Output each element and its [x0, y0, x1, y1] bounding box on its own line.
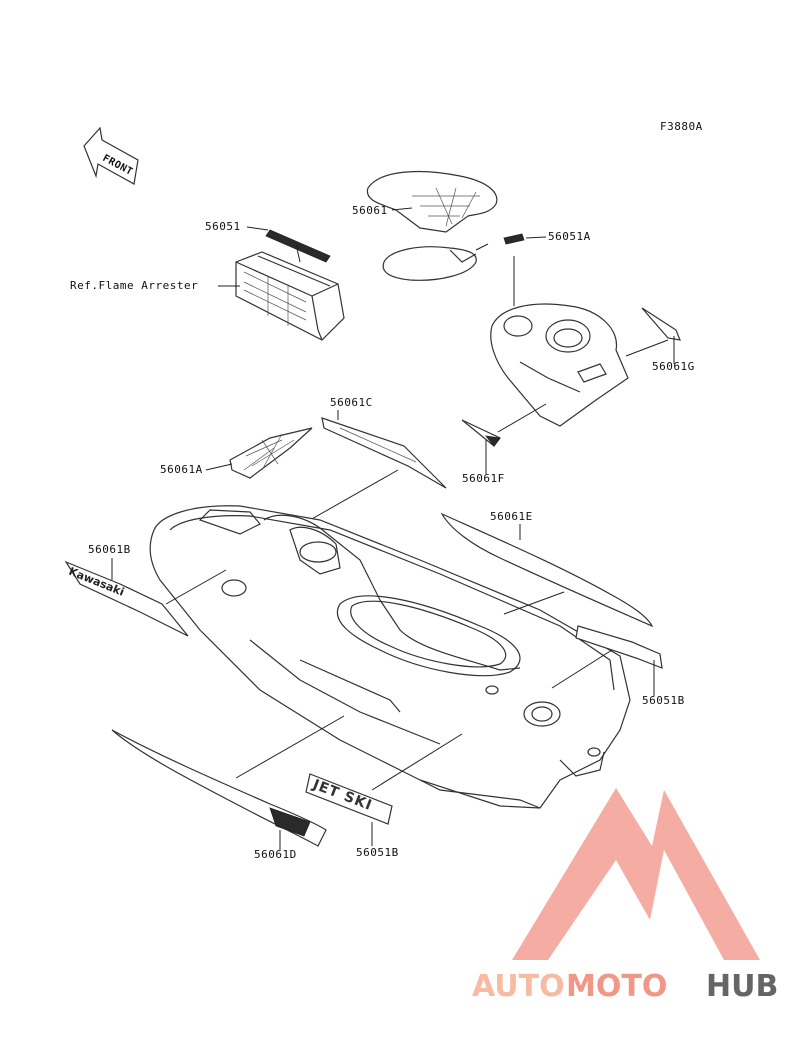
- logo-text-moto: MOTO: [566, 969, 667, 1004]
- hood-lid-part: [382, 243, 489, 281]
- label-56061: 56061: [352, 204, 388, 217]
- leader-56061B-b: [165, 569, 227, 605]
- label-56051B-bottom: 56051B: [356, 846, 399, 859]
- label-56061C: 56061C: [330, 396, 373, 409]
- leader-56061D-b: [235, 715, 345, 779]
- label-56051: 56051: [205, 220, 241, 233]
- logo-text-auto: AUTO: [472, 969, 565, 1004]
- label-56061F: 56061F: [462, 472, 505, 485]
- leader-56061: [391, 207, 413, 211]
- leader-56051-b: [295, 243, 301, 263]
- label-56061B: 56061B: [88, 543, 131, 556]
- label-ref-flame-arrester: Ref.Flame Arrester: [70, 279, 198, 292]
- decal-56061A: [229, 427, 313, 479]
- decal-56061F: [461, 419, 501, 447]
- front-arrow-icon: FRONT: [83, 126, 139, 185]
- leader-56061G-b: [625, 339, 669, 357]
- leader-56061A: [205, 463, 233, 471]
- decal-56051B-right: [575, 625, 663, 669]
- decal-56061C: [321, 417, 447, 489]
- decal-56061G: [641, 307, 681, 341]
- leader-56051: [246, 226, 269, 231]
- hood-mat-56061: [366, 170, 498, 233]
- decal-56061E: [440, 512, 654, 628]
- leader-56061C-b: [309, 469, 399, 521]
- logo-text-hub: HUB: [706, 969, 778, 1004]
- automotohub-logo: AUTO MOTO HUB: [472, 788, 778, 1004]
- drawing-code: F3880A: [660, 120, 703, 133]
- decal-56061D: [111, 729, 327, 847]
- steering-cover-part: [490, 303, 629, 427]
- hull-deck-part: [149, 505, 631, 809]
- decal-56051B-jetski: JET SKI: [305, 773, 393, 825]
- leader-56051A: [525, 236, 547, 239]
- label-56061G: 56061G: [652, 360, 695, 373]
- decal-56051: [265, 229, 331, 263]
- decal-kawasaki-text: Kawasaki: [67, 565, 126, 599]
- leader-56051B-bottom-b: [371, 733, 463, 791]
- flame-arrester-part: [235, 251, 345, 341]
- logo-triangle-icon: [512, 788, 760, 960]
- label-56061E: 56061E: [490, 510, 533, 523]
- label-56051A: 56051A: [548, 230, 591, 243]
- leader-56061E-b: [503, 591, 565, 615]
- label-56061A: 56061A: [160, 463, 203, 476]
- label-56051B-right: 56051B: [642, 694, 685, 707]
- label-56061D: 56061D: [254, 848, 297, 861]
- leader-56061F-b: [497, 403, 547, 433]
- leader-56051B-right-b: [551, 649, 613, 689]
- emblem-56051A: [503, 233, 525, 245]
